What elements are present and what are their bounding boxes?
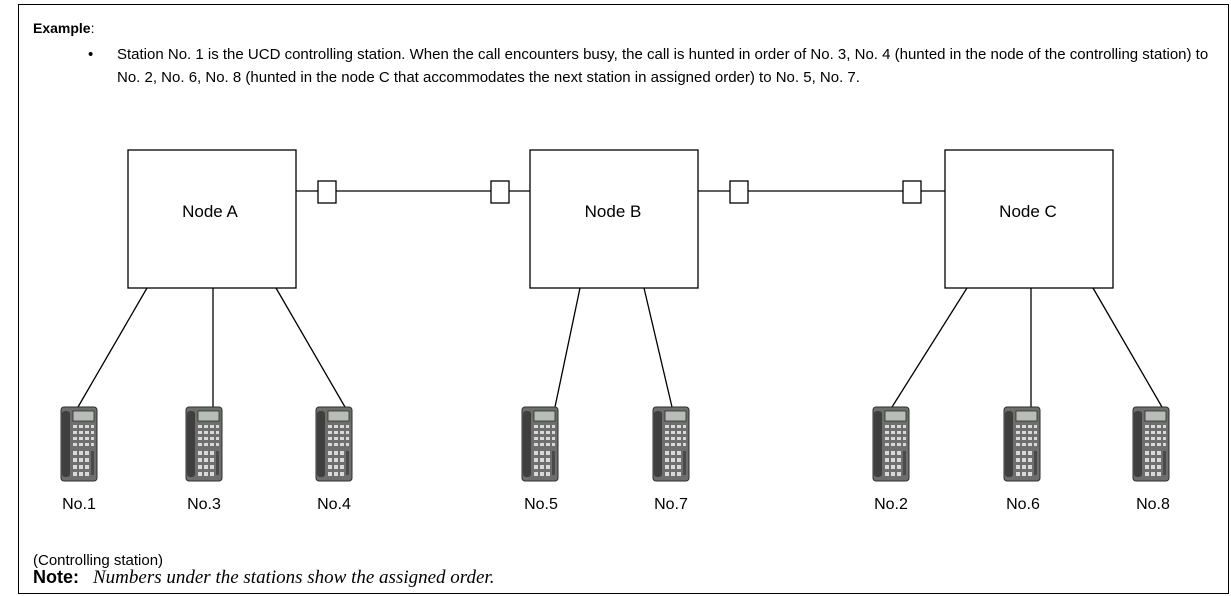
note-text: Numbers under the stations show the assi… bbox=[93, 567, 495, 588]
example-frame bbox=[18, 4, 1229, 594]
trunk-interface-a-right bbox=[317, 180, 337, 204]
note-key: Note: bbox=[33, 567, 79, 587]
node-b-box bbox=[529, 149, 699, 289]
phone-icon bbox=[60, 406, 98, 482]
station-label-no3: No.3 bbox=[187, 496, 221, 513]
line-no7 bbox=[643, 287, 673, 408]
trunk-interface-b-right bbox=[729, 180, 749, 204]
example-heading-colon: : bbox=[90, 20, 95, 36]
station-label-no6: No.6 bbox=[1006, 496, 1040, 513]
node-a-box bbox=[127, 149, 297, 289]
station-label-no1: No.1 bbox=[62, 496, 96, 513]
station-label-no8: No.8 bbox=[1136, 496, 1170, 513]
phone-icon bbox=[1132, 406, 1170, 482]
phone-icon bbox=[1003, 406, 1041, 482]
station-label-no5: No.5 bbox=[524, 496, 558, 513]
bullet-marker: • bbox=[88, 46, 94, 63]
example-description: Station No. 1 is the UCD controlling sta… bbox=[117, 46, 1209, 86]
example-heading-text: Example bbox=[33, 20, 91, 36]
trunk-interface-b-left bbox=[490, 180, 510, 204]
node-c-box bbox=[944, 149, 1114, 289]
line-no2 bbox=[891, 287, 968, 408]
phone-icon bbox=[872, 406, 910, 482]
node-b-label: Node B bbox=[585, 202, 642, 221]
line-no8 bbox=[1092, 287, 1163, 408]
node-a-label: Node A bbox=[182, 202, 238, 221]
controlling-station-caption: (Controlling station) bbox=[33, 552, 164, 569]
phone-icon bbox=[185, 406, 223, 482]
example-heading: Example: bbox=[33, 20, 94, 36]
line-no5 bbox=[554, 287, 581, 408]
phone-icon bbox=[652, 406, 690, 482]
station-label-no4: No.4 bbox=[317, 496, 351, 513]
station-label-no2: No.2 bbox=[874, 496, 908, 513]
node-c-label: Node C bbox=[999, 202, 1057, 221]
line-no1 bbox=[77, 287, 148, 408]
station-label-no7: No.7 bbox=[654, 496, 688, 513]
trunk-interface-c-left bbox=[902, 180, 922, 204]
phone-icon bbox=[315, 406, 353, 482]
line-no4 bbox=[275, 287, 346, 408]
note: Note: Numbers under the stations show th… bbox=[33, 567, 494, 589]
phone-icon bbox=[521, 406, 559, 482]
